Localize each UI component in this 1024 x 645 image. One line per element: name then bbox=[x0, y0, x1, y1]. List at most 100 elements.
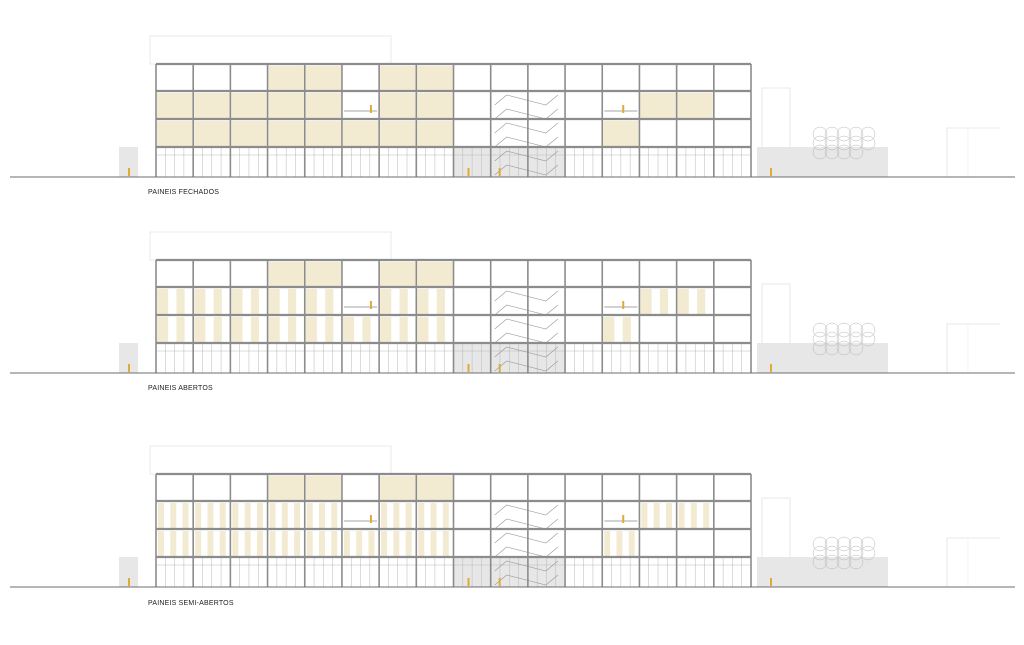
neighbour-outline bbox=[946, 323, 1000, 373]
facade-panel bbox=[194, 317, 206, 343]
facade-panel bbox=[659, 289, 669, 315]
facade-panel bbox=[305, 121, 341, 147]
facade-panel bbox=[417, 317, 429, 343]
tree-canopy bbox=[812, 322, 828, 338]
tree-canopy bbox=[824, 135, 840, 151]
tree-canopy bbox=[812, 545, 828, 561]
facade-panel bbox=[256, 531, 263, 557]
tree-canopy bbox=[824, 322, 840, 338]
facade-panel bbox=[697, 289, 706, 315]
facade-panel bbox=[195, 531, 202, 557]
elevation-open bbox=[10, 231, 1015, 374]
facade-panel bbox=[653, 503, 660, 529]
tree-canopy bbox=[848, 135, 864, 151]
human-figure bbox=[622, 301, 625, 309]
facade-panel bbox=[288, 289, 297, 315]
facade-panel bbox=[182, 503, 189, 529]
facade-panel bbox=[231, 121, 267, 147]
human-figure bbox=[498, 578, 501, 586]
facade-panel bbox=[268, 289, 280, 315]
facade-panel bbox=[399, 289, 408, 315]
facade-panel bbox=[319, 503, 325, 529]
facade-panel bbox=[176, 289, 185, 315]
human-figure bbox=[467, 168, 470, 176]
neighbour-outline bbox=[946, 127, 1000, 177]
facade-panel bbox=[331, 503, 338, 529]
facade-panel bbox=[380, 289, 392, 315]
facade-panel bbox=[244, 503, 251, 529]
tree-canopy bbox=[824, 536, 840, 552]
facade-panel bbox=[288, 317, 297, 343]
facade-panel bbox=[417, 66, 453, 91]
facade-panel bbox=[231, 317, 243, 343]
facade-panel bbox=[442, 531, 449, 557]
tree-canopy bbox=[836, 536, 852, 552]
tree-canopy bbox=[836, 126, 852, 142]
roof-volume-outline bbox=[149, 35, 392, 65]
pavilion-glazing bbox=[757, 557, 888, 587]
facade-panel bbox=[256, 503, 263, 529]
elevation-label-semi: PAINEIS SEMI-ABERTOS bbox=[148, 600, 234, 607]
facade-panel bbox=[195, 503, 202, 529]
facade-panel bbox=[269, 503, 276, 529]
stair-flight bbox=[494, 94, 559, 106]
facade-panel bbox=[170, 531, 177, 557]
facade-panel bbox=[417, 476, 453, 501]
tree-canopy bbox=[824, 340, 840, 356]
elevation-semi bbox=[10, 445, 1015, 588]
facade-panel bbox=[305, 476, 341, 501]
roof-volume-outline bbox=[149, 231, 392, 261]
facade-panel bbox=[305, 289, 317, 315]
human-figure bbox=[369, 301, 372, 309]
facade-panel bbox=[319, 531, 325, 557]
human-figure bbox=[467, 364, 470, 372]
tree-canopy bbox=[848, 554, 864, 570]
facade-panel bbox=[306, 531, 313, 557]
stair-flight bbox=[494, 290, 559, 302]
facade-panel bbox=[380, 476, 416, 501]
facade-panel bbox=[405, 503, 412, 529]
facade-panel bbox=[231, 289, 243, 315]
facade-panel bbox=[250, 317, 260, 343]
tree-canopy bbox=[824, 126, 840, 142]
tree-canopy bbox=[860, 331, 876, 347]
neighbour-outline bbox=[761, 283, 791, 373]
facade-panel bbox=[306, 503, 313, 529]
facade-panel bbox=[641, 503, 648, 529]
facade-panel bbox=[294, 503, 301, 529]
facade-panel bbox=[380, 262, 416, 287]
facade-panel bbox=[436, 289, 445, 315]
entrance-glazing bbox=[119, 147, 138, 177]
facade-panel bbox=[305, 262, 341, 287]
stair-flight bbox=[494, 136, 559, 148]
human-figure bbox=[622, 515, 625, 523]
facade-panel bbox=[157, 93, 193, 119]
tree-canopy bbox=[860, 322, 876, 338]
facade-panel bbox=[194, 289, 206, 315]
facade-panel bbox=[268, 66, 304, 91]
facade-panel bbox=[604, 531, 611, 557]
human-figure bbox=[128, 168, 130, 176]
facade-panel bbox=[232, 503, 239, 529]
facade-panel bbox=[268, 121, 304, 147]
elevation-label-open: PAINEIS ABERTOS bbox=[148, 385, 213, 392]
tree-canopy bbox=[836, 322, 852, 338]
facade-panel bbox=[442, 503, 449, 529]
human-figure bbox=[770, 364, 772, 372]
human-figure bbox=[770, 578, 772, 586]
facade-panel bbox=[418, 531, 425, 557]
facade-panel bbox=[281, 503, 288, 529]
facade-panel bbox=[430, 503, 437, 529]
facade-panel bbox=[640, 93, 676, 119]
facade-panel bbox=[381, 503, 388, 529]
facade-panel bbox=[368, 531, 375, 557]
stair-flight bbox=[494, 504, 559, 516]
facade-panel bbox=[690, 503, 697, 529]
tree-canopy bbox=[848, 144, 864, 160]
facade-panel bbox=[244, 531, 251, 557]
tree-canopy bbox=[848, 536, 864, 552]
tree-canopy bbox=[836, 340, 852, 356]
tree-canopy bbox=[836, 545, 852, 561]
facade-panel bbox=[393, 531, 400, 557]
stair-flight bbox=[494, 560, 559, 572]
